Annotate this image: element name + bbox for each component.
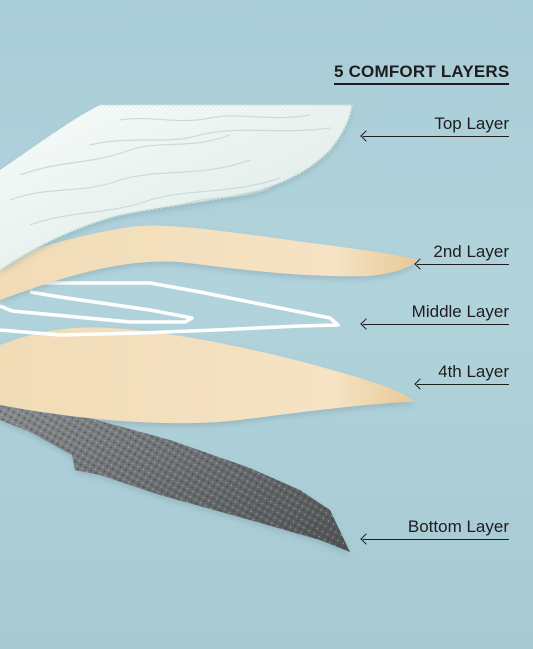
top-layer-shape (0, 104, 354, 271)
fourth-layer-shape (0, 327, 415, 424)
section-title: 5 COMFORT LAYERS (334, 62, 510, 85)
label-middle-layer: Middle Layer (411, 302, 509, 321)
label-fourth-layer: 4th Layer (438, 362, 509, 381)
bottom-layer-shape (0, 390, 350, 552)
second-layer-shape (0, 225, 418, 300)
label-bottom-layer: Bottom Layer (407, 517, 509, 536)
pointer-fourth-layer (417, 384, 509, 385)
pointer-bottom-layer (363, 539, 509, 540)
middle-layer-shape (0, 281, 340, 337)
label-top-layer: Top Layer (434, 114, 509, 133)
pointer-top-layer (363, 136, 509, 137)
pointer-second-layer (417, 264, 509, 265)
label-second-layer: 2nd Layer (433, 242, 509, 261)
pointer-middle-layer (363, 324, 509, 325)
